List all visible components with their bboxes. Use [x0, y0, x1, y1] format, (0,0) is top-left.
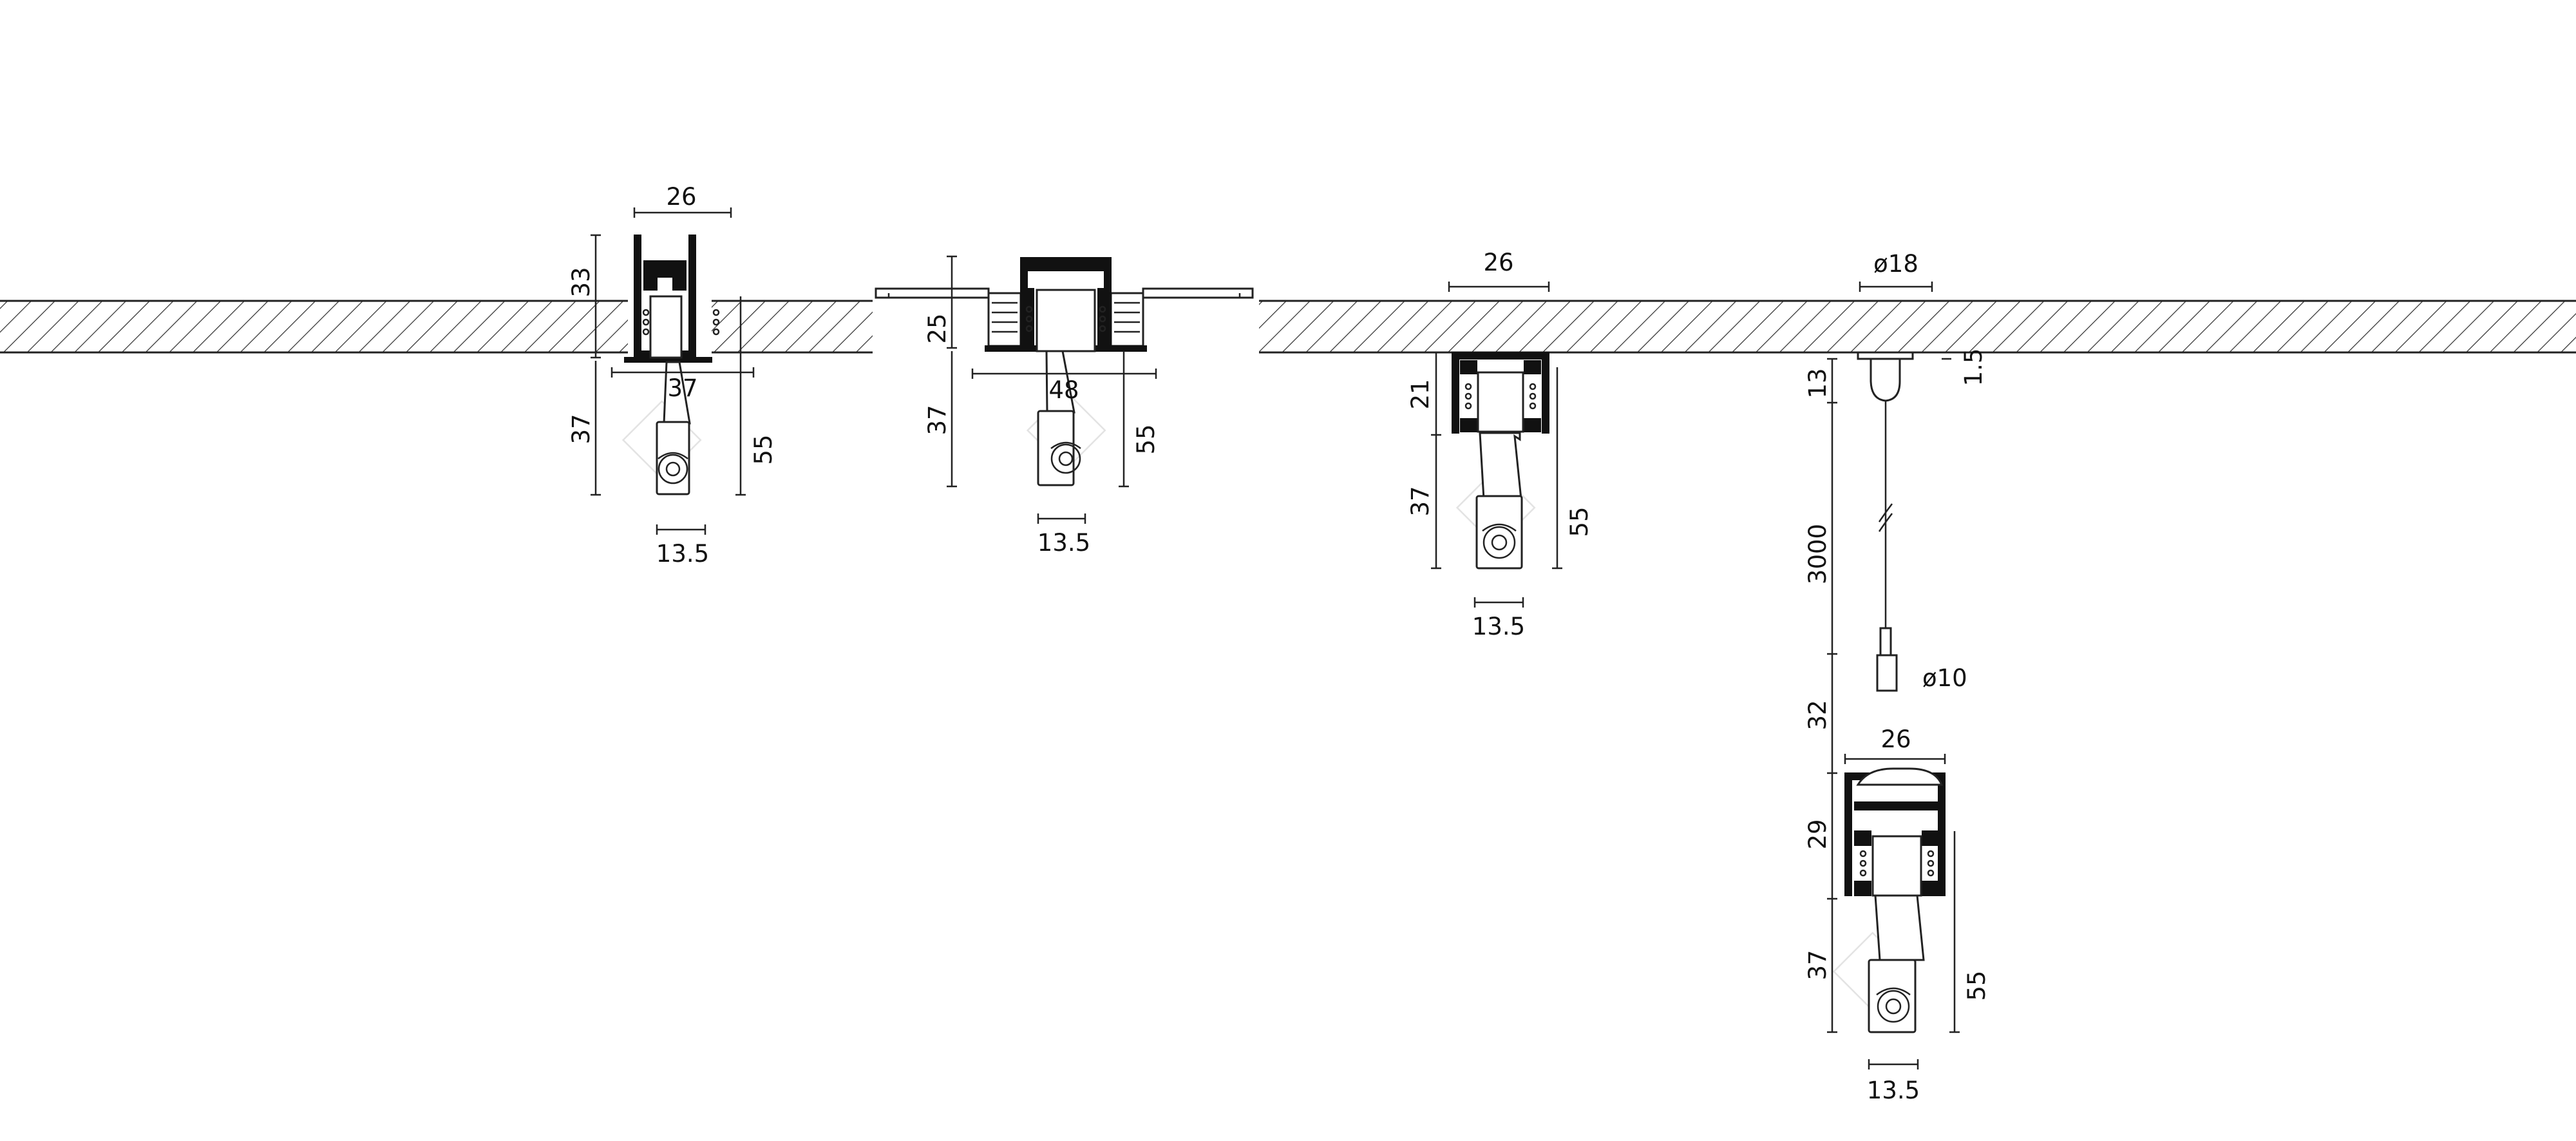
dim-flange-width: 37 — [667, 374, 697, 402]
dim-head-height: 37 — [923, 405, 951, 435]
variant-surface: 26 21 37 55 13.5 — [1406, 249, 1593, 640]
cable-clamp — [1879, 627, 1892, 657]
variant-trimless: 25 48 37 55 13.5 — [873, 255, 1259, 557]
dim-profile-height: 33 — [567, 267, 595, 297]
dim-canopy-height: 13 — [1804, 368, 1832, 398]
dim-width-top: 26 — [1880, 725, 1911, 753]
variant-suspended: ø18 1.5 13 3000 ø10 32 26 29 37 55 13.5 — [1804, 250, 1991, 1104]
dim-flange-width: 48 — [1048, 376, 1079, 404]
dim-overall-height: 55 — [1566, 506, 1593, 537]
ceiling-surface — [0, 300, 2576, 354]
dim-head-height: 37 — [1804, 950, 1832, 980]
spring-clip-left — [987, 292, 1022, 347]
dim-cable-length: 3000 — [1804, 524, 1832, 584]
spot-head — [1026, 350, 1106, 486]
dim-width-top: 26 — [1483, 249, 1513, 276]
dim-head-width: 13.5 — [1472, 613, 1525, 640]
dim-profile-height: 29 — [1804, 819, 1832, 849]
spot-head — [1455, 432, 1536, 570]
dim-profile-height: 25 — [923, 313, 951, 343]
recessed-profile — [624, 235, 712, 363]
dim-head-width: 13.5 — [656, 540, 709, 568]
dim-head-width: 13.5 — [1037, 529, 1090, 557]
dim-overall-height: 55 — [1132, 424, 1160, 454]
dim-head-width: 13.5 — [1867, 1077, 1920, 1104]
variant-recessed: 26 33 37 37 55 13.5 — [567, 183, 777, 568]
dim-head-height: 37 — [1406, 486, 1434, 516]
dim-profile-height: 21 — [1406, 379, 1434, 409]
dim-clamp-height: 32 — [1804, 700, 1832, 730]
spot-head — [1832, 894, 1925, 1033]
dim-clamp-diameter: ø10 — [1922, 664, 1967, 692]
spot-head — [621, 361, 702, 495]
dim-canopy-diameter: ø18 — [1873, 250, 1918, 278]
spring-clip-right — [1110, 292, 1144, 347]
dim-overall-height: 55 — [750, 434, 777, 465]
surface-profile — [1452, 352, 1549, 434]
dim-width-top: 26 — [666, 183, 696, 211]
dim-canopy-gap: 1.5 — [1960, 349, 1987, 387]
dim-overall-height: 55 — [1963, 970, 1991, 1001]
dim-head-height: 37 — [567, 414, 595, 444]
